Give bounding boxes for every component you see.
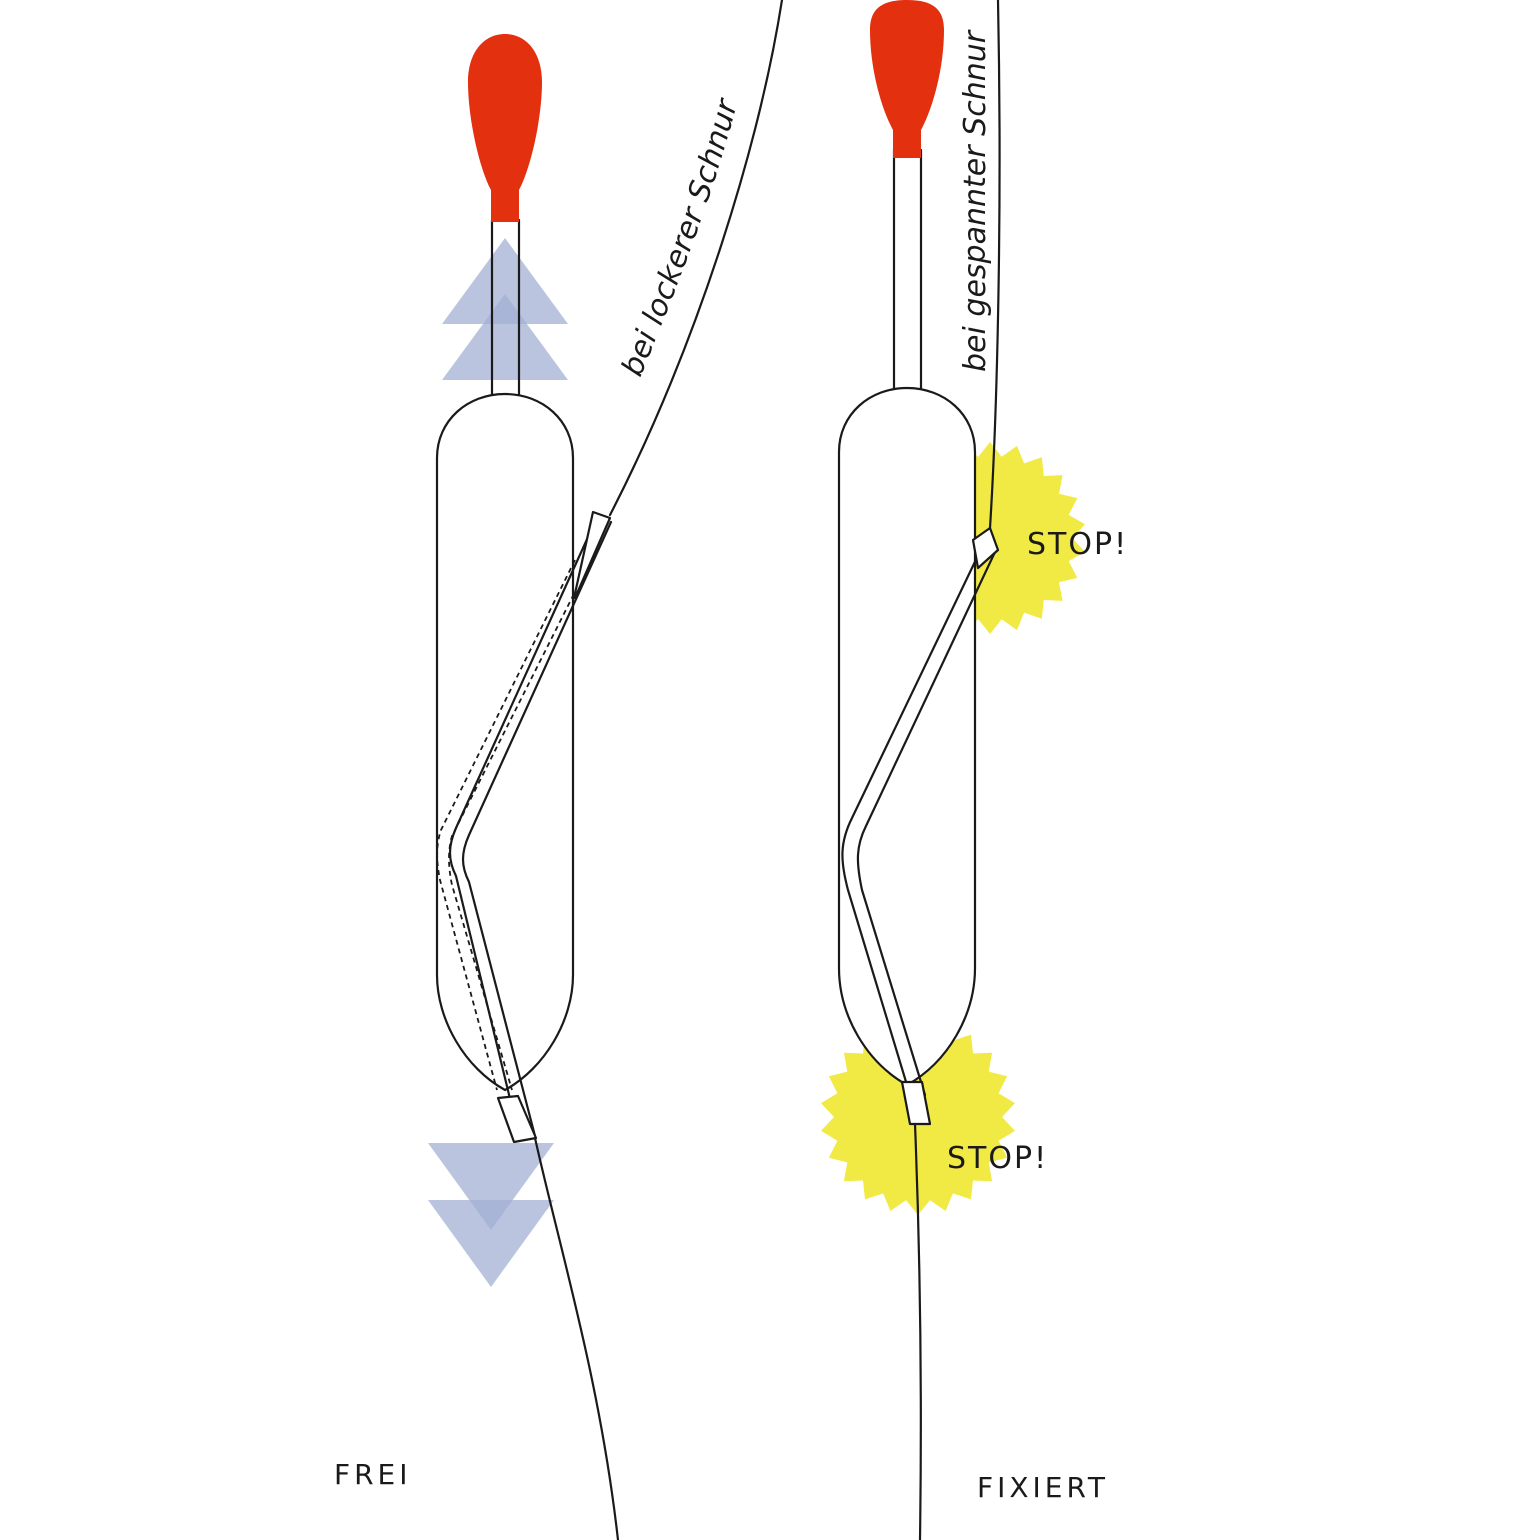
tip-fixed xyxy=(870,0,944,158)
fishing-line-tight xyxy=(988,0,1001,530)
line-channel-fixed xyxy=(841,543,985,1097)
caption-free: FREI xyxy=(334,1458,412,1491)
stop-label-bottom: STOP! xyxy=(947,1141,1048,1176)
float-body-free xyxy=(435,392,575,1092)
fishing-line-slack xyxy=(608,0,784,517)
stop-label-top: STOP! xyxy=(1027,527,1128,562)
float-free: bei lockerer Schnur FREI xyxy=(334,0,784,1540)
tip-free xyxy=(468,34,542,222)
eyelet-bottom-fixed xyxy=(900,1080,932,1126)
slack-line-label: bei lockerer Schnur xyxy=(615,94,745,381)
double-chevron-up-icon xyxy=(442,238,568,380)
antenna-free xyxy=(490,218,521,398)
double-chevron-down-icon xyxy=(428,1143,554,1287)
antenna-fixed xyxy=(892,148,923,392)
eyelet-top-fixed xyxy=(971,526,1000,570)
tight-line-label: bei gespannter Schnur xyxy=(958,29,993,372)
line-channel-dashed xyxy=(436,559,576,1091)
caption-fixed: FIXIERT xyxy=(977,1471,1109,1504)
eyelet-top-free xyxy=(572,510,612,600)
float-fixed: bei gespannter Schnur STOP! STOP! FIXIER… xyxy=(821,0,1128,1540)
